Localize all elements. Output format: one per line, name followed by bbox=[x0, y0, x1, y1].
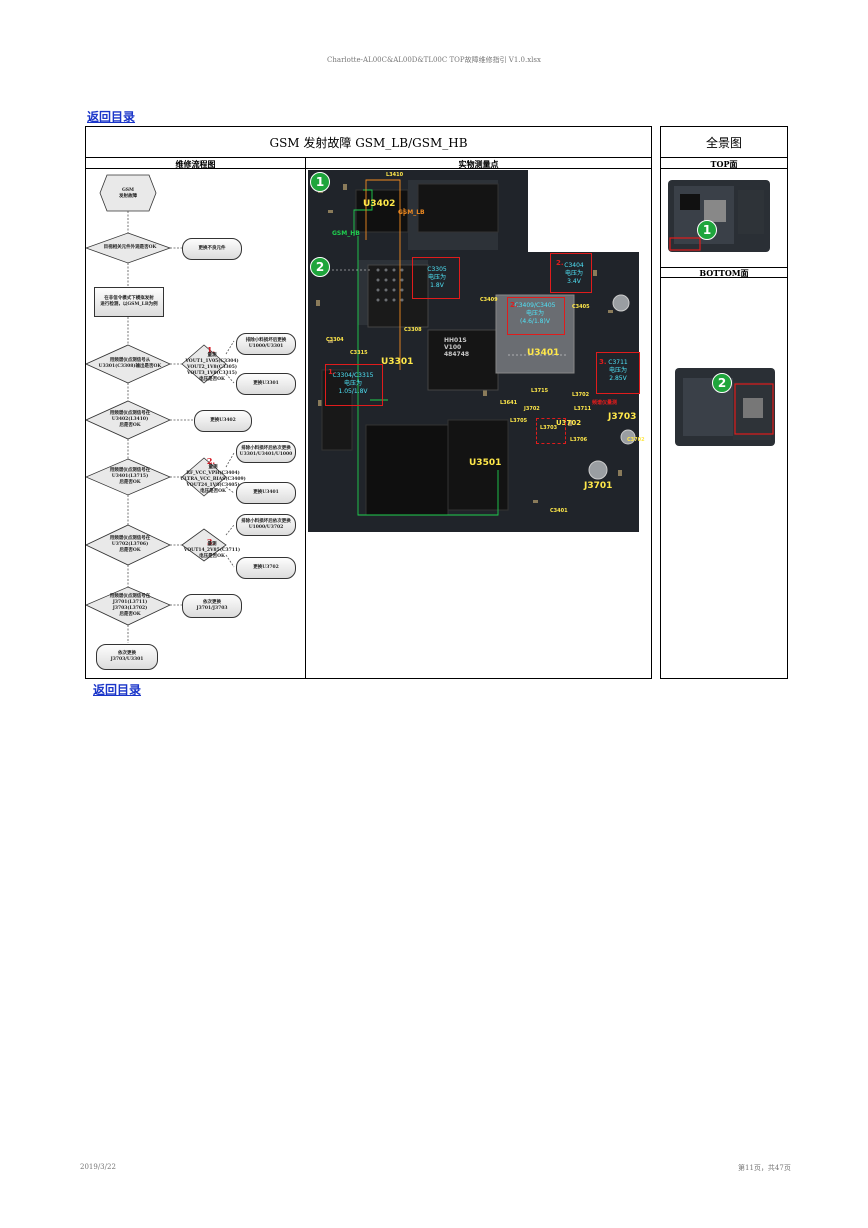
label-l3702: L3702 bbox=[572, 392, 589, 398]
label-c3702: C3702 bbox=[627, 437, 645, 443]
label-l3410: L3410 bbox=[386, 172, 403, 178]
label-c3401: C3401 bbox=[550, 508, 568, 514]
footer-date: 2019/3/22 bbox=[80, 1163, 116, 1171]
label-l3715: L3715 bbox=[531, 388, 548, 394]
flow-check-u3301: 用频谱仪点测信号从 U3301(C3308)输出是否OK bbox=[88, 346, 172, 382]
bottom-thumb-badge: 2 bbox=[712, 373, 732, 393]
label-u3501: U3501 bbox=[469, 458, 501, 468]
flow-replace-u3301: 更换U3301 bbox=[236, 373, 296, 395]
top-thumb-badge: 1 bbox=[697, 220, 717, 240]
label-l3711: L3711 bbox=[574, 406, 591, 412]
label-c3304-small: C3304 bbox=[326, 337, 344, 343]
spectrum-note: 频谱仪量测 bbox=[592, 399, 617, 406]
label-j3703: J3703 bbox=[608, 412, 636, 422]
back-to-contents-link[interactable]: 返回目录 bbox=[87, 108, 135, 125]
divider bbox=[305, 157, 306, 678]
marker-3-number: 3. bbox=[599, 358, 607, 366]
marker-2b-number: 2. bbox=[510, 301, 518, 309]
label-u3401: U3401 bbox=[527, 348, 559, 358]
label-c3405-small: C3405 bbox=[572, 304, 590, 310]
label-gsm-lb: GSM_LB bbox=[398, 209, 425, 216]
chip-marking: HH01S V100 484748 bbox=[444, 337, 469, 359]
table-title: GSM 发射故障 GSM_LB/GSM_HB bbox=[85, 134, 652, 151]
top-side-label: TOP面 bbox=[660, 159, 788, 170]
flow-check-u3401: 用频谱仪点测信号在 U3401(L3715) 后是否OK bbox=[88, 459, 172, 495]
label-gsm-hb: GSM_HB bbox=[332, 230, 360, 237]
label-u3301: U3301 bbox=[381, 357, 413, 367]
flow-check-u3702: 用频谱仪点测信号在 U3702(L3706) 后是否OK bbox=[88, 527, 172, 563]
divider bbox=[660, 157, 788, 158]
flow-replace-u3401: 更换U3401 bbox=[236, 482, 296, 504]
annotation-c3305: C3305 电压为 1.8V bbox=[420, 266, 454, 289]
flow-start: GSM 发射故障 bbox=[100, 177, 156, 211]
label-c3308: C3308 bbox=[404, 327, 422, 333]
label-j3702: J3702 bbox=[524, 406, 540, 412]
flow-replace-u3402: 更换U3402 bbox=[194, 410, 252, 432]
flow-check-u3402: 用频谱仪点测信号在 U3402(L3410) 后是否OK bbox=[88, 402, 172, 438]
flow-end-replace-j3703-u3301: 依次更换 J3703/U3301 bbox=[96, 644, 158, 670]
flow-replace-u3301-u3401-u1000: 排除小料损坏后依次更换 U3301/U3401/U1000 bbox=[236, 441, 296, 463]
label-l3705: L3705 bbox=[510, 418, 527, 424]
overview-title: 全景图 bbox=[660, 134, 788, 151]
column-header-measure-points: 实物测量点 bbox=[306, 159, 651, 170]
flow-simulate-transmit: 在非信令模式下模拟发射 进行检测，以GSM_LB为例 bbox=[94, 287, 164, 317]
marker-1-badge: 1 bbox=[310, 172, 330, 192]
marker-2-badge: 2 bbox=[310, 257, 330, 277]
flow-replace-u1000-u3301: 排除小料损坏后更换 U1000/U3301 bbox=[236, 333, 296, 355]
flow-measure-3: 量测 VOUT14_2V85(C3711) 电压是否OK bbox=[184, 541, 240, 561]
top-side-board-graphic bbox=[668, 180, 770, 252]
flow-measure-2: 量测 RF_VCC_VPH(C3404) ULTRA_VCC_BIAS(C340… bbox=[182, 462, 244, 498]
divider bbox=[85, 157, 652, 158]
label-l3706: L3706 bbox=[570, 437, 587, 443]
flow-replace-j3701-j3703: 依次更换 J3701/J3703 bbox=[182, 594, 242, 618]
flow-replace-u1000-u3702: 排除小料损坏后依次更换 U1000/U3702 bbox=[236, 514, 296, 536]
label-c3315: C3315 bbox=[350, 350, 368, 356]
label-j3701: J3701 bbox=[584, 481, 612, 491]
top-side-thumbnail bbox=[668, 180, 770, 252]
flow-check-j3701-j3703: 用频谱仪点测信号在 J3701(L3711) J3703(L3702) 后是否O… bbox=[88, 586, 172, 626]
back-to-contents-link-bottom[interactable]: 返回目录 bbox=[93, 681, 141, 698]
flow-replace-u3702: 更换U3702 bbox=[236, 557, 296, 579]
file-title: Charlotte-AL00C&AL00D&TL00C TOP故障维修指引 V1… bbox=[0, 55, 868, 65]
marker-2a-number: 2. bbox=[556, 259, 564, 267]
label-u3402: U3402 bbox=[363, 199, 395, 209]
label-c3409-small: C3409 bbox=[480, 297, 498, 303]
flow-measure-1: 量测 VOUT1_1V05(C3304) VOUT2_1V8(C3305) VO… bbox=[182, 350, 242, 386]
footer-page-number: 第11页，共47页 bbox=[738, 1163, 791, 1173]
label-l3641: L3641 bbox=[500, 400, 517, 406]
measure-box-u3702 bbox=[536, 418, 566, 444]
marker-1-number: 1. bbox=[328, 368, 336, 376]
bottom-side-label: BOTTOM面 bbox=[660, 268, 788, 279]
flow-check-visual: 目视相关元件外观是否OK bbox=[88, 234, 172, 262]
flow-replace-bad-parts: 更换不良元件 bbox=[182, 238, 242, 260]
